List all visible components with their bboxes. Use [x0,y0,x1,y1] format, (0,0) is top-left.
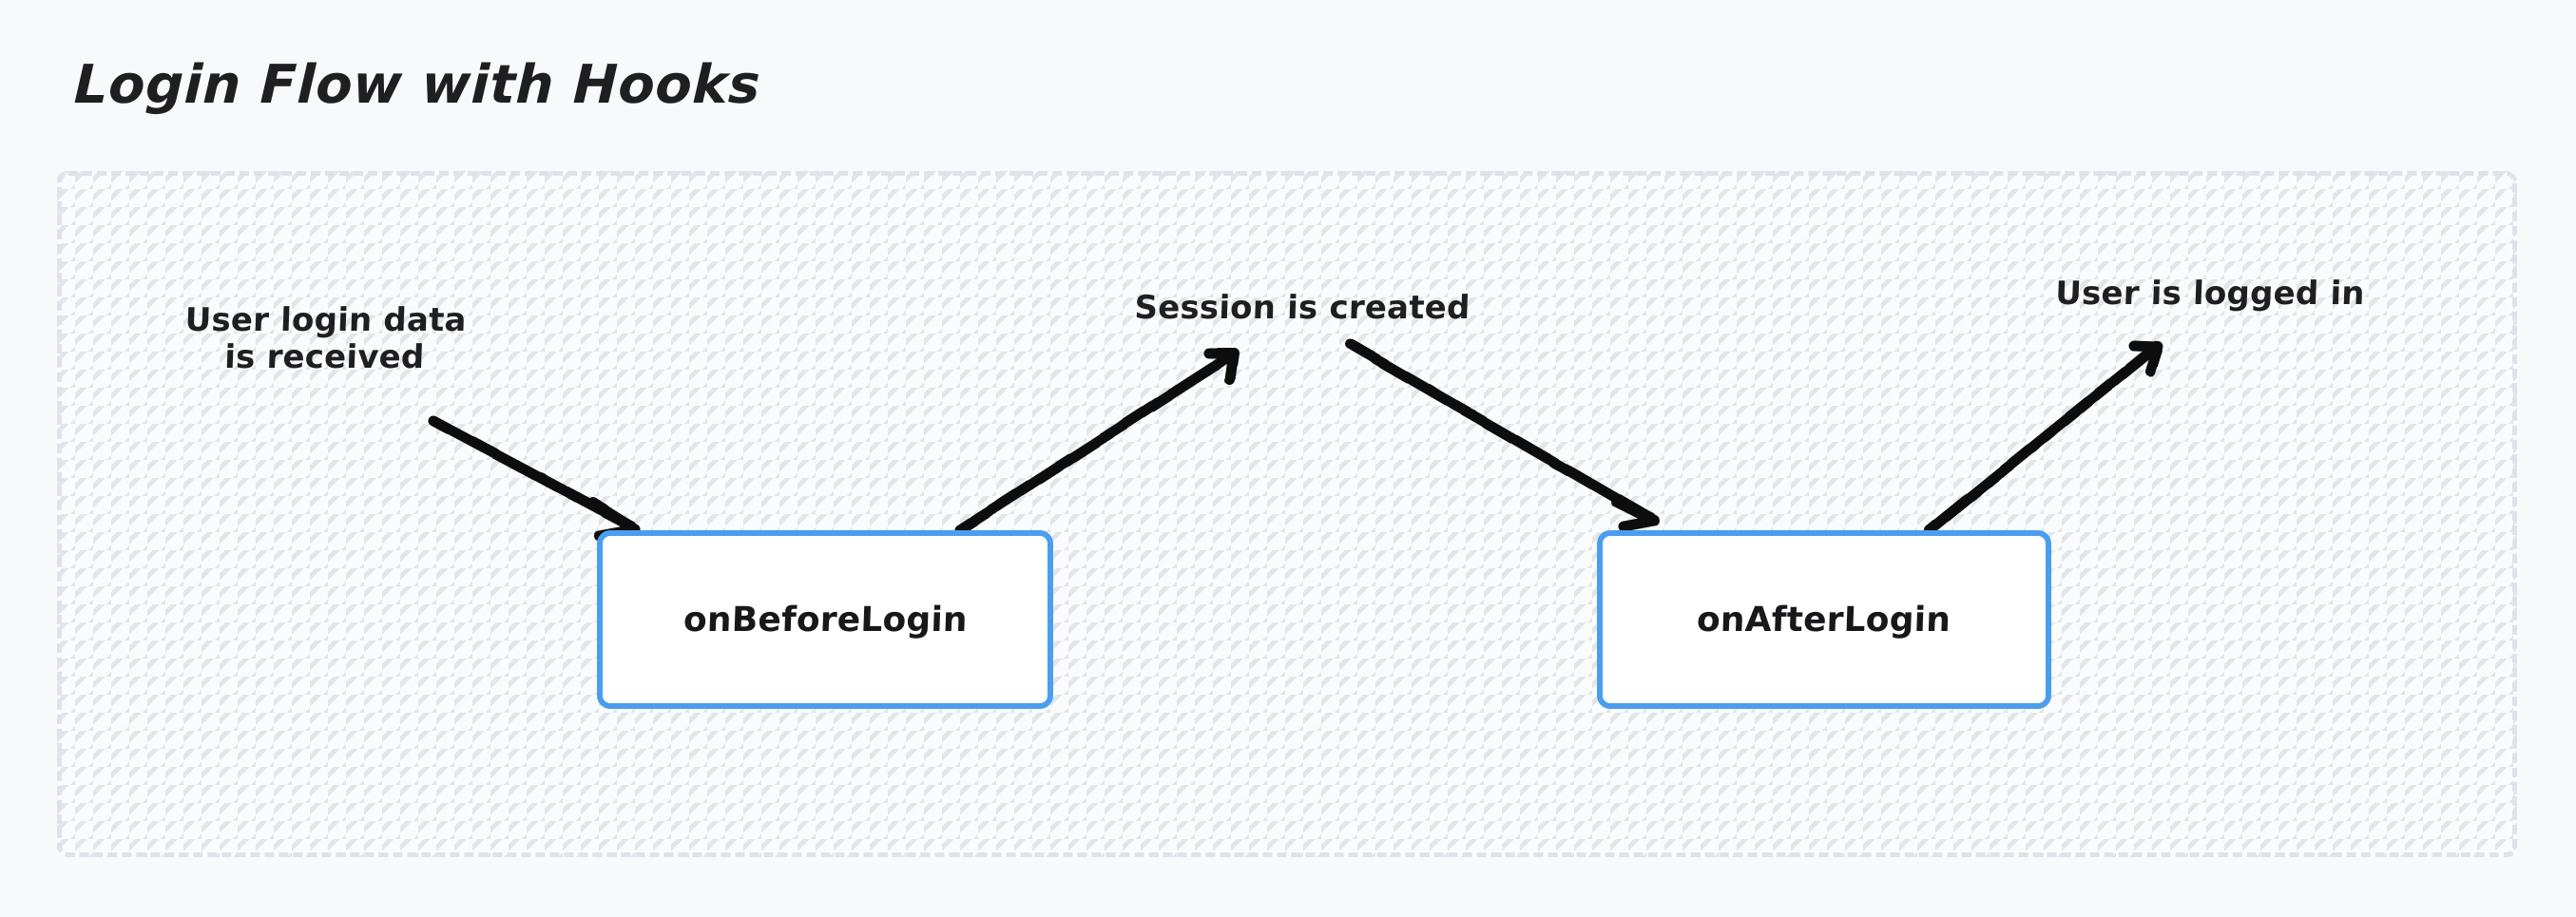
edge-label-user-logged-in: User is logged in [2054,275,2366,313]
node-on-before-login[interactable]: onBeforeLogin [597,530,1053,709]
edge-label-user-login-data: User login data is received [183,301,468,377]
node-label: onAfterLogin [1696,600,1952,640]
page-title: Login Flow with Hooks [72,54,762,116]
node-on-after-login[interactable]: onAfterLogin [1597,530,2051,709]
node-label: onBeforeLogin [682,600,969,640]
edge-label-session-created: Session is created [1133,289,1471,327]
